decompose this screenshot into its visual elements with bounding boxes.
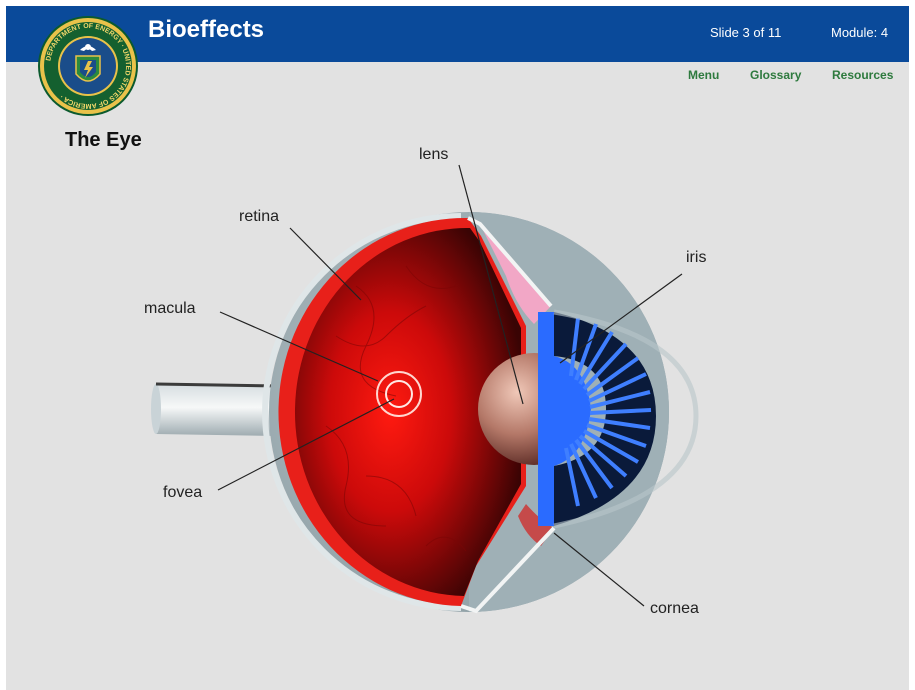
slide-frame: Bioeffects Slide 3 of 11 Module: 4 DEPAR… xyxy=(6,6,909,690)
optic-nerve xyxy=(151,384,278,436)
label-retina: retina xyxy=(239,208,279,225)
label-iris: iris xyxy=(686,249,706,266)
label-fovea: fovea xyxy=(163,484,202,501)
eye-diagram: lens retina iris macula fovea cornea xyxy=(6,6,909,690)
label-cornea: cornea xyxy=(650,600,699,617)
label-macula: macula xyxy=(144,300,196,317)
label-lens: lens xyxy=(419,146,448,163)
